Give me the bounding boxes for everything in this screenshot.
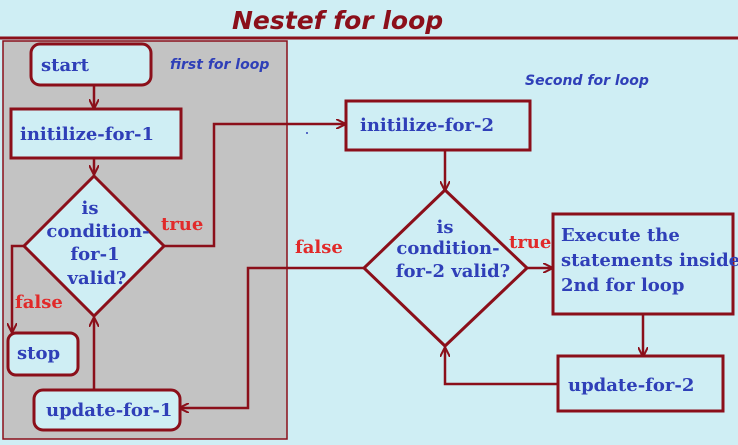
update-for-2-label: update-for-2 xyxy=(568,375,694,396)
node-init-for-1 xyxy=(9,107,183,160)
cond1-line-2: condition- xyxy=(46,221,149,242)
node-execute-statements xyxy=(551,212,735,316)
edge-label-true-2: true xyxy=(509,232,551,253)
execute-line-2: statements inside xyxy=(561,250,738,271)
init-for-2-label: initilize-for-2 xyxy=(360,115,494,136)
cond1-line-1: is xyxy=(82,198,99,219)
execute-line-1: Execute the xyxy=(561,225,680,246)
node-stop xyxy=(6,331,80,377)
edge-cond1-true-to-init2 xyxy=(164,124,345,248)
node-condition-for-1 xyxy=(21,173,167,319)
cond2-line-3: for-2 valid? xyxy=(396,261,510,282)
init-for-1-label: initilize-for-1 xyxy=(20,124,154,145)
update-for-1-label: update-for-1 xyxy=(46,400,172,421)
start-label: start xyxy=(41,55,90,76)
second-loop-label: Second for loop xyxy=(525,73,649,89)
edge-label-true-1: true xyxy=(161,214,203,235)
edge-label-false-1: false xyxy=(15,292,63,313)
edge-label-false-2: false xyxy=(295,237,343,258)
cond2-line-2: condition- xyxy=(396,238,499,259)
node-condition-for-2 xyxy=(361,187,530,349)
node-init-for-2 xyxy=(344,99,532,152)
node-update-for-1 xyxy=(32,388,182,432)
page-title: Nestef for loop xyxy=(232,6,443,35)
cond1-line-4: valid? xyxy=(67,268,127,289)
node-update-for-2 xyxy=(556,354,725,413)
first-loop-label: first for loop xyxy=(170,57,269,73)
execute-line-3: 2nd for loop xyxy=(561,275,684,296)
stray-dot xyxy=(306,132,308,134)
node-start xyxy=(29,42,153,87)
stop-label: stop xyxy=(17,343,60,364)
edge-cond1-false-to-stop xyxy=(12,244,24,332)
edge-update2-to-cond2 xyxy=(445,348,558,386)
cond1-line-3: for-1 xyxy=(70,244,119,265)
cond2-line-1: is xyxy=(437,217,454,238)
edge-cond2-false-to-update1 xyxy=(180,266,364,408)
